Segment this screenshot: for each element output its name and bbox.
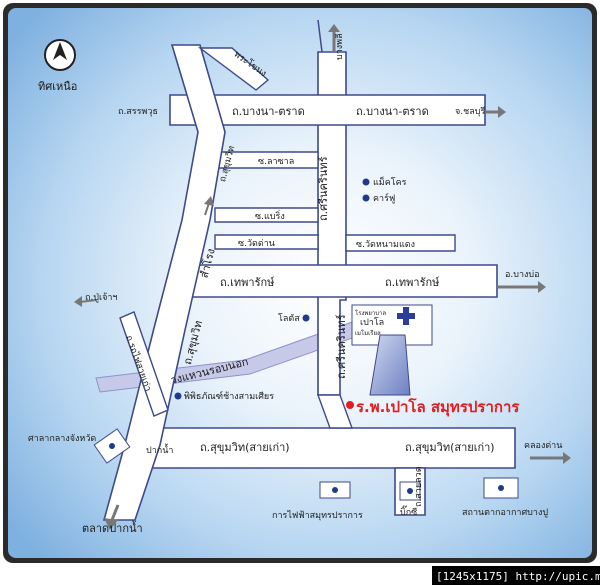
label-srinakharin-top: ถ.ศรีนครินทร์ bbox=[317, 156, 330, 221]
label-makro: แม็คโคร bbox=[373, 175, 407, 188]
arrow-head-bangbo bbox=[538, 281, 546, 293]
makro-marker-icon bbox=[362, 178, 370, 186]
srinakharin-lower bbox=[317, 394, 353, 429]
label-srinakharin-bottom: ถ.ศรีนครินทร์ bbox=[335, 314, 348, 379]
label-city-hall: ศาลากลางจังหวัด bbox=[28, 434, 96, 444]
north-arrow-needle bbox=[53, 42, 67, 60]
pea-icon bbox=[319, 481, 351, 499]
hospital-name: ร.พ.เปาโล สมุทรปราการ bbox=[356, 397, 520, 417]
soi-watdan bbox=[214, 234, 319, 250]
arrow-head-pu-chao bbox=[74, 296, 82, 307]
label-sai-luat: ถ.สายลวด bbox=[414, 466, 424, 507]
label-soi-baering: ซ.แบริ่ง bbox=[255, 209, 285, 222]
label-museum: พิพิธภัณฑ์ช้างสามเศียร bbox=[184, 390, 274, 402]
arrow-head-samrong bbox=[204, 196, 214, 206]
city-hall-icon bbox=[93, 428, 131, 464]
label-soi-lasan: ซ.ลาซาล bbox=[258, 157, 294, 167]
arrow-head-bangpli bbox=[328, 24, 340, 32]
soi-baering bbox=[214, 207, 319, 223]
srinakharin-north bbox=[317, 19, 323, 53]
label-pea: การไฟฟ้าสมุทรปราการ bbox=[272, 510, 363, 521]
hospital-sign-line1: โรงพยาบาล bbox=[355, 309, 386, 317]
bangna-trat-road bbox=[169, 94, 486, 126]
label-sanphawut: ถ.สรรพวุธ bbox=[118, 107, 158, 117]
label-pu-chao: ถ.ปู่เจ้าฯ bbox=[85, 292, 117, 303]
sukhumvit-road bbox=[102, 44, 226, 521]
phra-khanong-branch bbox=[197, 47, 270, 91]
arrow-to-paknam-market bbox=[110, 504, 120, 521]
label-old-sukhumvit-right: ถ.สุขุมวิท(สายเก่า) bbox=[405, 441, 495, 454]
label-thepharak-right: ถ.เทพารักษ์ bbox=[385, 276, 440, 289]
label-paknam: ปากน้ำ bbox=[146, 443, 173, 456]
label-paknam-market: ตลาดปากน้ำ bbox=[82, 520, 143, 535]
airport-station-icon bbox=[483, 477, 519, 499]
label-soi-wat-nam-daeng: ซ.วัดหนามแดง bbox=[356, 240, 415, 250]
hospital-marker-icon bbox=[346, 401, 354, 409]
watermark-bar bbox=[432, 566, 600, 585]
label-airport-station: สถานตากอากาศบางปู bbox=[462, 508, 548, 518]
north-label: ทิศเหนือ bbox=[38, 80, 77, 93]
label-to-chonburi: จ.ชลบุรี bbox=[455, 106, 485, 117]
label-thepharak-left: ถ.เทพารักษ์ bbox=[220, 276, 275, 289]
lotus-marker-icon bbox=[302, 314, 310, 322]
museum-marker-icon bbox=[174, 392, 182, 400]
arrow-pu-chao bbox=[79, 299, 97, 303]
label-bigc: บิ๊กซี bbox=[400, 505, 417, 518]
label-to-khlong-dan: คลองด่าน bbox=[524, 441, 562, 451]
soi-wat-nam-daeng bbox=[345, 234, 456, 252]
label-lotus: โลตัส bbox=[278, 313, 300, 324]
label-to-bangpli: บางพลี bbox=[334, 33, 345, 60]
hospital-sign-line3: เมโมเรียล bbox=[355, 329, 381, 337]
arrow-head-khlong-dan bbox=[563, 452, 571, 464]
label-to-bangbo: อ.บางบ่อ bbox=[505, 270, 540, 280]
label-bangna-trat-left: ถ.บางนา-ตราด bbox=[232, 105, 305, 118]
hospital-building-icon bbox=[369, 334, 411, 396]
label-soi-watdan: ซ.วัดด่าน bbox=[238, 239, 275, 249]
carrefour-marker-icon bbox=[362, 194, 370, 202]
label-carrefour: คาร์ฟู bbox=[373, 192, 395, 204]
label-old-sukhumvit-left: ถ.สุขุมวิท(สายเก่า) bbox=[200, 441, 290, 454]
label-bangna-trat-right: ถ.บางนา-ตราด bbox=[356, 105, 429, 118]
arrow-head-paknam-market bbox=[104, 518, 118, 530]
hospital-sign-line2: เปาโล bbox=[360, 317, 384, 328]
old-railway-road bbox=[119, 311, 169, 417]
arrow-head-chonburi bbox=[498, 106, 506, 118]
bigc-icon bbox=[399, 481, 421, 501]
watermark-text: [1245x1175] http://upic.me/ bbox=[436, 570, 600, 583]
hospital-cross-icon bbox=[397, 307, 415, 325]
